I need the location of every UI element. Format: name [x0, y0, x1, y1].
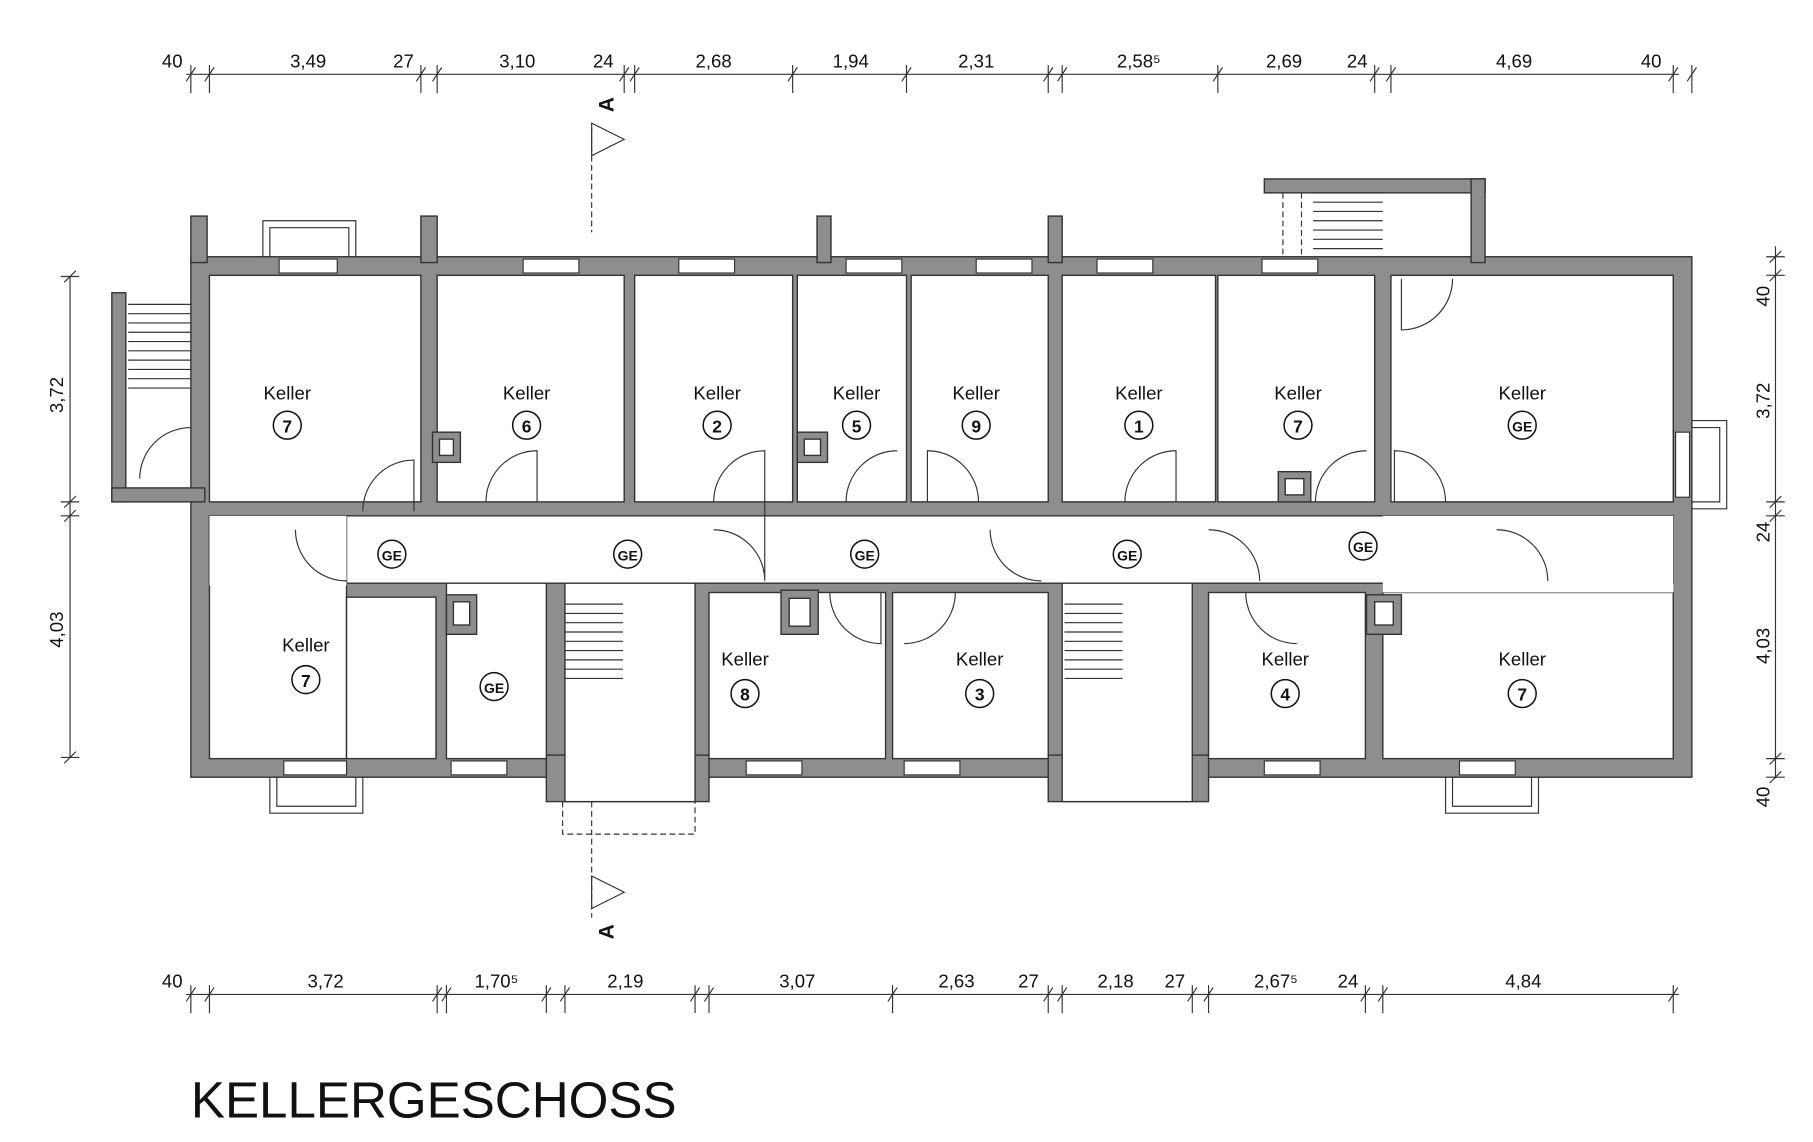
dimension-right: 3,72	[1753, 383, 1774, 419]
room-number: GE	[1512, 418, 1532, 434]
dimension-right: 4,03	[1753, 628, 1774, 664]
building	[111, 178, 1728, 835]
room-number: 6	[522, 416, 532, 436]
room-number-badge	[702, 410, 732, 440]
room-number: 7	[282, 416, 292, 436]
dimension-bottom: 40	[162, 970, 183, 991]
dimension-bottom: 27	[1018, 970, 1039, 991]
dimension-bottom: 24	[1338, 970, 1359, 991]
dimension-right: 40	[1753, 286, 1774, 307]
corridor-label: GE	[855, 547, 875, 563]
room-number-badge	[1507, 410, 1537, 440]
room-number: 7	[1293, 416, 1303, 436]
dimension-top: 2,58⁵	[1117, 50, 1161, 71]
room-number-badge	[961, 410, 991, 440]
dimension-bottom: 27	[1165, 970, 1186, 991]
dimension-top: 2,68	[696, 50, 732, 71]
section-label-top: A	[596, 97, 619, 112]
room-number-badge	[964, 678, 995, 709]
corridor-label: GE	[1353, 539, 1373, 555]
room-number: GE	[484, 680, 504, 696]
dimension-top: 40	[1641, 50, 1662, 71]
room-label: Keller	[264, 383, 312, 404]
dimension-top: 3,10	[499, 50, 535, 71]
room-label: Keller	[1115, 383, 1163, 404]
room-label: Keller	[956, 649, 1004, 670]
room-number-badge	[511, 410, 542, 440]
dimension-bottom: 3,07	[779, 970, 815, 991]
room-number-badge	[1112, 539, 1142, 569]
dimension-bottom: 2,18	[1098, 970, 1134, 991]
room-label: Keller	[952, 383, 999, 404]
room-label: Keller	[1274, 383, 1322, 404]
dimension-right: 24	[1753, 522, 1774, 543]
dimension-bottom: 2,63	[938, 970, 974, 991]
dimension-top: 4,69	[1496, 50, 1532, 71]
room-number: 5	[852, 416, 862, 436]
dimension-right: 40	[1753, 787, 1774, 808]
dimension-top: 2,69	[1266, 50, 1302, 71]
room-number-badge	[272, 410, 302, 440]
room-number-badge	[1270, 678, 1300, 709]
dimension-bottom: 1,70⁵	[474, 970, 518, 991]
dimension-lines	[60, 65, 1785, 1014]
room-label: Keller	[282, 635, 329, 656]
dimension-top: 3,49	[290, 50, 326, 71]
room-number: 7	[1517, 685, 1527, 705]
room-label: Keller	[1498, 383, 1546, 404]
room-number: 8	[740, 685, 750, 705]
room-number-badge	[377, 539, 407, 569]
dimension-top: 1,94	[833, 50, 869, 71]
room-number: 7	[301, 671, 311, 691]
room-number-badge	[841, 410, 872, 440]
dimension-top: 24	[593, 50, 614, 71]
room-number-badge	[1348, 531, 1378, 561]
dimension-left: 3,72	[46, 377, 67, 413]
dimension-left: 4,03	[46, 612, 67, 648]
section-marker-bottom: A	[591, 801, 626, 939]
room-label: Keller	[693, 383, 741, 404]
dimension-top: 27	[393, 50, 414, 71]
room-number-badge	[612, 539, 643, 569]
room-number: 4	[1280, 685, 1290, 705]
room-label: Keller	[833, 383, 881, 404]
room-number: 2	[712, 416, 722, 436]
room-number-badge	[479, 671, 509, 702]
room-number-badge	[1507, 678, 1537, 709]
room-number: 1	[1134, 416, 1144, 436]
dimension-top: 24	[1347, 50, 1368, 71]
drawing-title: KELLERGESCHOSS	[191, 1072, 677, 1129]
room-number-badge	[730, 678, 760, 709]
room-number-badge	[1124, 410, 1154, 440]
room-number: 3	[975, 685, 985, 705]
room-label: Keller	[721, 649, 769, 670]
section-label-bottom: A	[596, 924, 619, 939]
room-label: Keller	[1261, 649, 1309, 670]
dimension-bottom: 2,19	[607, 970, 643, 991]
room-number-badge	[291, 664, 321, 695]
corridor-label: GE	[382, 547, 402, 563]
dimension-bottom: 2,67⁵	[1254, 970, 1298, 991]
corridor-label: GE	[1117, 547, 1137, 563]
room-label: Keller	[1498, 649, 1546, 670]
section-marker-top: A	[591, 97, 626, 233]
dimension-bottom: 4,84	[1505, 970, 1541, 991]
dimension-top: 2,31	[958, 50, 994, 71]
room-number-badge	[849, 539, 880, 569]
corridor-label: GE	[618, 547, 638, 563]
dimension-bottom: 3,72	[308, 970, 344, 991]
dimension-top: 40	[162, 50, 183, 71]
room-number-badge	[1283, 410, 1313, 440]
room-number: 9	[971, 416, 981, 436]
room-label: Keller	[503, 383, 551, 404]
